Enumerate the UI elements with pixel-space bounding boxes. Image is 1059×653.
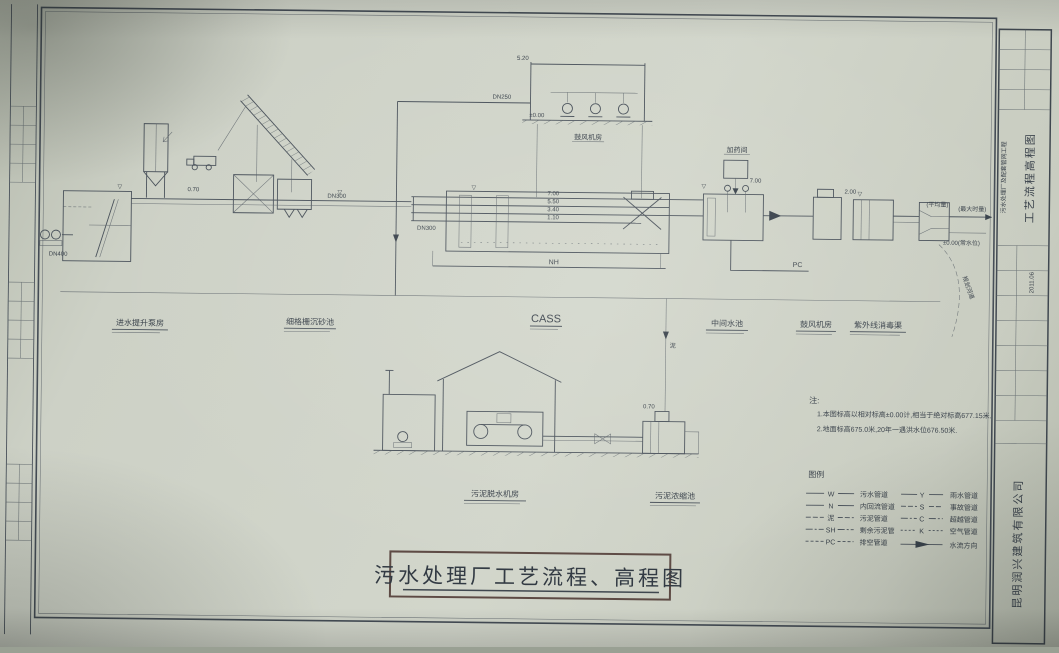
label-thickener: 污泥浓缩池 — [655, 490, 695, 500]
title-block: 污水处理厂及配套管网工程 工艺流程高程图 2011.06 昆明润兴建筑有限公司 — [992, 29, 1051, 644]
pipe-nh-label: NH — [549, 259, 559, 266]
level-700-mid: 7.00 — [750, 178, 762, 184]
legend-desc-s: 事故管道 — [950, 503, 978, 512]
notes-head: 注: — [809, 395, 819, 405]
legend-code-pc: PC — [826, 539, 836, 546]
legend-code-w: W — [828, 491, 835, 498]
level-070: 0.70 — [187, 187, 199, 193]
main-pipeline: DN300 DN300 — [60, 191, 941, 302]
drawing-title-text: 污水处理厂工艺流程、高程图 — [374, 564, 686, 591]
note-2: 2.地面标高675.0米,20年一遇洪水位676.50米. — [817, 424, 958, 435]
note-1: 1.本图标高以相对标高±0.00计,相当于绝对标高677.15米. — [817, 409, 992, 420]
legend-desc-k: 空气管道 — [950, 527, 978, 536]
legend-desc-sh: 剩余污泥管 — [860, 526, 895, 535]
legend-desc-ni: 污泥管道 — [860, 514, 888, 523]
legend-desc-arrow: 水流方向 — [949, 541, 977, 550]
dn250-label: DN250 — [493, 95, 512, 101]
pipe-pc-label: PC — [793, 262, 803, 269]
level-550: 5.50 — [547, 199, 559, 205]
level-340: 3.40 — [547, 207, 559, 213]
legend-code-sh: SH — [826, 527, 836, 534]
wl-tri-1: ▽ — [117, 184, 122, 190]
legend-code-c: C — [919, 516, 924, 523]
label-blower-house: 鼓风机房 — [574, 132, 602, 141]
company-name: 昆明润兴建筑有限公司 — [1010, 478, 1025, 608]
middle-tank: 7.00 ▽ 加药间 PC — [701, 145, 814, 271]
level-520: 5.20 — [517, 56, 529, 62]
cass-basin: 7.00 5.50 3.40 1.10 ▽ NH — [411, 185, 704, 269]
label-blower-room: 鼓风机房 — [800, 319, 832, 329]
pipe-sludge-label: 泥 — [670, 342, 676, 350]
level-200: 2.00 — [844, 190, 856, 196]
sludge-line: 泥 — [662, 299, 676, 412]
legend-desc-pc: 排空管道 — [859, 538, 887, 547]
legend-code-s: S — [920, 504, 925, 511]
dn400-label: DN400 — [49, 252, 68, 258]
legend-code-n: N — [828, 503, 833, 510]
outfall-level: ±0.00(常水位) — [943, 239, 980, 247]
outfall-avg: (平均量) — [926, 200, 948, 208]
drawing-date: 2011.06 — [1029, 271, 1035, 293]
left-strip-table — [6, 106, 37, 540]
wl-tri-5: ▽ — [857, 192, 862, 198]
legend-desc-n: 内回流管道 — [860, 502, 895, 511]
label-inlet-pump: 进水提升泵房 — [116, 317, 164, 328]
outfall-max: (最大时量) — [958, 205, 986, 213]
legend: 图例 W 污水管道 N 内回流管道 泥 污泥管道 SH 剩余污泥管 PC 排空管… — [805, 469, 978, 550]
level-110: 1.10 — [547, 215, 559, 221]
dn300-label-2: DN300 — [417, 226, 436, 232]
legend-code-k: K — [919, 528, 924, 535]
wl-tri-4: ▽ — [702, 184, 707, 190]
level-700: 7.00 — [547, 191, 559, 197]
label-dosing: 加药间 — [726, 145, 747, 154]
legend-desc-w: 污水管道 — [860, 490, 888, 499]
level-070-thickener: 0.70 — [643, 404, 655, 410]
dn300-label: DN300 — [327, 194, 346, 200]
blower-house: 5.20 ±0.00 鼓风机房 DN250 — [392, 54, 653, 298]
label-dewatering: 污泥脱水机房 — [471, 488, 519, 499]
label-cass: CASS — [531, 313, 561, 325]
legend-desc-y: 雨水管道 — [950, 491, 978, 500]
label-fine-screen: 细格栅沉砂池 — [286, 316, 334, 327]
inlet-works: DN400 ▽ 0.70 ▽ — [40, 92, 344, 263]
notes: 注: 1.本图标高以相对标高±0.00计,相当于绝对标高677.15米. 2.地… — [809, 395, 992, 435]
flow-arrow-icon — [915, 541, 929, 548]
dewatering-building: 0.70 — [374, 350, 700, 458]
legend-desc-c: 超越管道 — [950, 515, 978, 524]
wl-tri-3: ▽ — [471, 185, 476, 191]
label-uv: 紫外线消毒渠 — [854, 320, 902, 331]
project-name: 污水处理厂及配套管网工程 — [999, 141, 1008, 213]
legend-code-ni: 泥 — [827, 514, 834, 522]
uv-outfall: 2.00 ▽ (平均量) (最大时量) ±0.00(常水位) 规划河道 — [812, 189, 993, 337]
drawing-name: 工艺流程高程图 — [1022, 132, 1037, 223]
legend-title: 图例 — [808, 469, 824, 479]
label-middle-tank: 中间水池 — [711, 318, 743, 328]
level-000-blower: ±0.00 — [529, 113, 545, 119]
station-labels: 进水提升泵房 细格栅沉砂池 CASS 中间水池 鼓风机房 紫外线消毒渠 污泥脱水… — [110, 308, 906, 508]
drawing-title: 污水处理厂工艺流程、高程图 — [374, 551, 686, 600]
legend-code-y: Y — [920, 492, 925, 499]
outfall-river: 规划河道 — [961, 275, 977, 300]
